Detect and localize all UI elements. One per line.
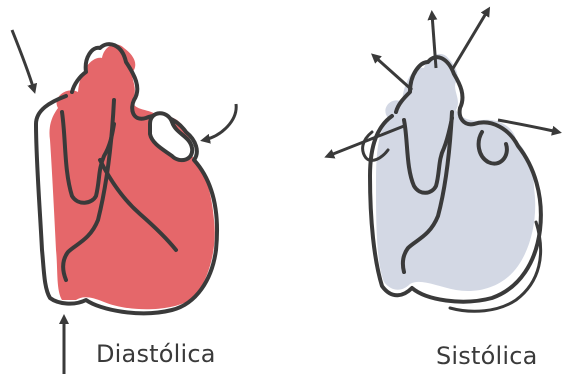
- systole-heart-fill: [376, 54, 535, 291]
- systole-caption: Sistólica: [436, 342, 538, 370]
- diastole-inflow-arrow-right: [204, 104, 236, 140]
- systole-outflow-arrow-up-right: [452, 10, 488, 70]
- diastole-heart: [12, 30, 236, 374]
- diastole-inflow-arrow-top: [12, 30, 34, 90]
- systole-heart: [328, 10, 558, 311]
- systole-outflow-arrow-top-left: [374, 56, 412, 90]
- diastole-caption: Diastólica: [96, 340, 216, 368]
